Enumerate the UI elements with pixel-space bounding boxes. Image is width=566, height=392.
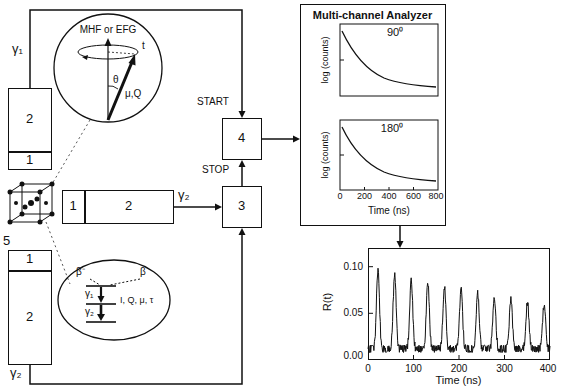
- arrowhead: [397, 241, 404, 248]
- field-axis: [107, 44, 108, 120]
- signal-label: START: [196, 96, 230, 107]
- gamma-label: γ₂: [178, 188, 190, 202]
- signal-wire: [397, 226, 404, 248]
- detector-part: 2: [9, 89, 50, 150]
- detector-part: 2: [9, 271, 50, 363]
- axis-title: log (counts): [321, 131, 331, 178]
- axis-title: Time (ns): [369, 373, 548, 387]
- plot-frame: [340, 120, 438, 190]
- gamma-arrowhead: [98, 296, 105, 303]
- tick-label: 0.10: [344, 261, 363, 272]
- sample-number: 5: [3, 234, 10, 248]
- tick-label: 0: [365, 363, 371, 374]
- section-divider: [9, 270, 51, 272]
- detector-box: 12: [62, 190, 174, 224]
- module-number: 3: [223, 187, 260, 226]
- detector-box: 12: [8, 250, 52, 365]
- tick-label: 400: [540, 363, 557, 374]
- gamma-label: γ₂: [10, 366, 22, 380]
- gamma-arrowhead: [97, 314, 105, 321]
- beta-label: β: [140, 266, 146, 277]
- section-divider: [84, 191, 86, 223]
- module-box: 3: [222, 186, 262, 228]
- axis-tick: [340, 155, 344, 156]
- signal-wire: [262, 136, 300, 143]
- arrowhead: [293, 136, 300, 143]
- angle-label: 90⁰: [387, 26, 403, 38]
- axis-title: Time (ns): [368, 205, 410, 216]
- data-curve: [368, 268, 550, 352]
- callout-leader: [46, 222, 70, 284]
- tick-label: 400: [381, 192, 396, 202]
- gamma-label: γ₂: [85, 306, 94, 317]
- panel-title: Multi-channel Analyzer: [301, 8, 444, 23]
- axis-ticks: [365, 187, 414, 190]
- spin-arrowhead: [129, 54, 136, 66]
- arrowhead: [239, 160, 246, 167]
- tick-label: 0.00: [344, 350, 363, 361]
- arrowhead: [239, 228, 246, 235]
- decay-curve: [342, 31, 436, 87]
- wire-line: [262, 138, 295, 140]
- precession-orbit: [78, 45, 138, 59]
- axis-title: log (counts): [321, 36, 331, 83]
- signal-label: STOP: [201, 164, 230, 175]
- axis-tick: [340, 60, 344, 61]
- decay-curve: [342, 127, 436, 181]
- time-label: t: [142, 40, 145, 51]
- callout-ellipse: [54, 14, 162, 122]
- arrowhead: [239, 111, 246, 118]
- tick-label: 0: [337, 192, 342, 202]
- detector-part: 2: [85, 191, 172, 222]
- signal-wire: [239, 160, 246, 186]
- tick-label: 300: [496, 363, 513, 374]
- tick-label: 100: [405, 363, 422, 374]
- tick-label: 200: [451, 363, 468, 374]
- signal-wire: [30, 10, 246, 118]
- wire-line: [30, 10, 242, 113]
- arrowhead: [215, 204, 222, 211]
- gamma-label: γ₁: [85, 288, 93, 299]
- tick-label: 0.05: [344, 307, 363, 318]
- signal-wire: [30, 228, 246, 384]
- wire-line: [30, 233, 242, 384]
- wire-line: [399, 226, 401, 243]
- detector-part: 1: [63, 191, 83, 222]
- axis-title: R(t): [320, 272, 334, 332]
- callout-leader: [52, 120, 90, 184]
- detector-part: 1: [9, 152, 50, 168]
- signal-wire: [174, 204, 222, 211]
- tick-label: 600: [406, 192, 421, 202]
- gamma-label: γ₁: [12, 42, 23, 56]
- tick-label: 800: [428, 192, 443, 202]
- lattice-atoms: [8, 182, 55, 225]
- moment-label: μ,Q: [125, 88, 141, 99]
- wire-line: [174, 206, 217, 208]
- plot-frame: [340, 24, 438, 96]
- angle-arc: [108, 86, 118, 89]
- plot-frame: R(t)Time (ns): [368, 248, 550, 360]
- tick-label: 200: [357, 192, 372, 202]
- field-label: MHF or EFG: [80, 24, 137, 35]
- callout-ellipse: [58, 260, 170, 340]
- wire-line: [241, 165, 243, 186]
- precession-arrow: [82, 55, 88, 60]
- detector-part: 1: [9, 251, 50, 268]
- nuclear-properties: I, Q, μ, τ: [120, 296, 153, 306]
- module-box: 4: [222, 118, 262, 160]
- detector-box: 21: [8, 88, 52, 170]
- radius-line: [108, 52, 135, 54]
- module-number: 4: [223, 119, 260, 158]
- beta-label: β⁻: [76, 266, 85, 277]
- angle-label: θ: [113, 74, 119, 85]
- angle-label: 180⁰: [381, 122, 403, 134]
- crystal-lattice: [10, 184, 52, 222]
